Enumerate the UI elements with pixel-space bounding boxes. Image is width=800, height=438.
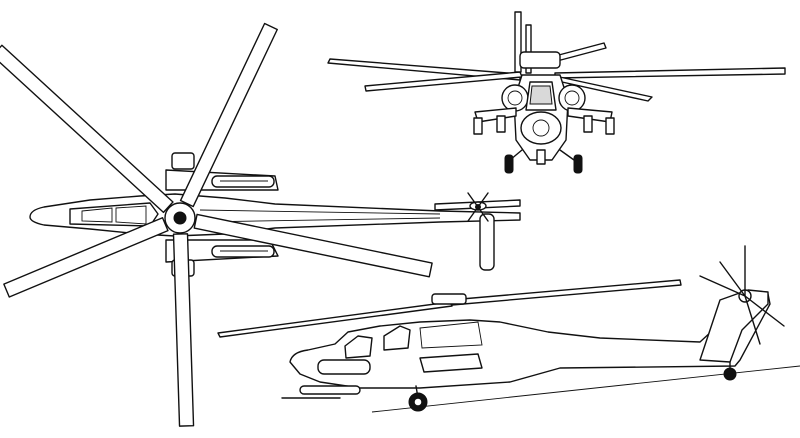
top-view-main-rotor-blades: [0, 23, 432, 426]
top-view: [0, 23, 520, 426]
side-view: [218, 246, 800, 412]
front-view: [328, 12, 785, 173]
top-view-rotor-blade: [174, 234, 194, 426]
top-view-rotor-blade: [4, 218, 168, 297]
top-view-rotor-blade: [194, 214, 432, 276]
top-view-rotor-blade: [0, 45, 173, 212]
top-view-rotor-blade: [181, 23, 278, 206]
